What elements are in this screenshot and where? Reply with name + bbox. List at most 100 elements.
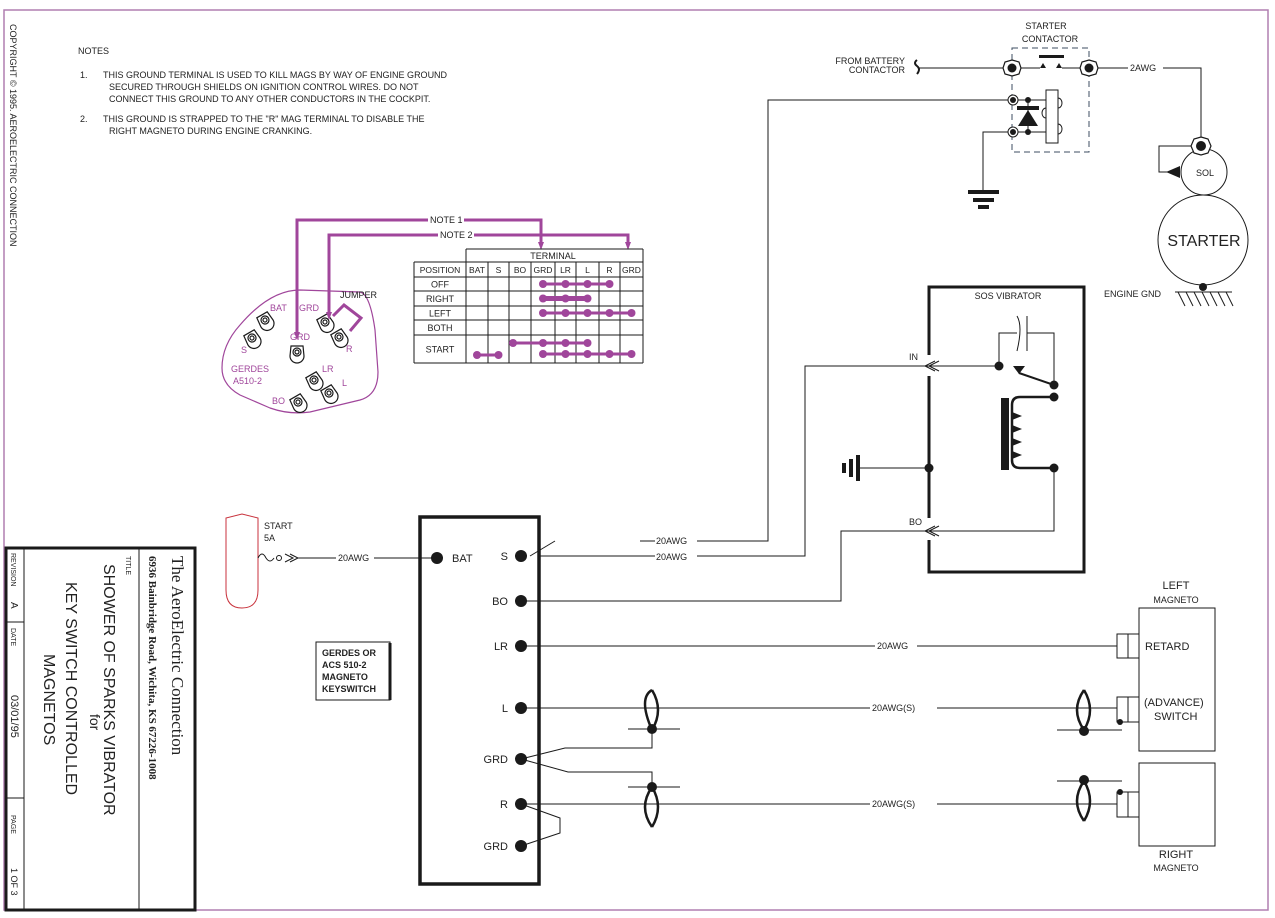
starter-contactor: STARTER CONTACTOR FROM BATTERY CONTACTOR… (640, 21, 1202, 542)
note-2-num: 2. (80, 114, 88, 124)
note-2-line-2: RIGHT MAGNETO DURING ENGINE CRANKING. (109, 126, 312, 136)
table-col-header: S (496, 265, 502, 275)
connection-dot (583, 294, 592, 303)
keyswitch-terminal (515, 550, 527, 562)
connection-dot (561, 339, 570, 347)
table-col-header: POSITION (420, 265, 461, 275)
right-magneto-title-2: MAGNETO (1153, 863, 1198, 873)
switch-face-name-2: A510-2 (233, 376, 262, 386)
keyswitch-terminal (515, 595, 527, 607)
table-row-position: START (426, 345, 455, 355)
engine-gnd-label: ENGINE GND (1104, 289, 1162, 299)
table-connection (539, 350, 636, 358)
vibrator-title: SOS VIBRATOR (975, 291, 1042, 301)
keyswitch-terminal-label: LR (494, 641, 508, 653)
note1-leader (295, 218, 543, 336)
date-value: 03/01/95 (8, 695, 20, 738)
note-1-line-2: SECURED THROUGH SHIELDS ON IGNITION CONT… (109, 82, 419, 92)
connection-dot (605, 309, 614, 317)
note-1-num: 1. (80, 70, 88, 80)
connection-dot (539, 339, 547, 347)
shield-l-switch-icon (628, 688, 680, 734)
connection-dot (473, 351, 481, 359)
keyswitch-caption-box (315, 641, 391, 701)
ks-caption-2: ACS 510-2 (322, 660, 367, 670)
connection-dot (583, 339, 592, 347)
keyswitch-terminal-label: BO (492, 596, 508, 608)
connection-dot (627, 350, 636, 358)
wire-s-contactor-label: 20AWG (656, 536, 687, 546)
wire-l-label: 20AWG(S) (872, 703, 915, 713)
from-battery-2: CONTACTOR (849, 65, 906, 75)
shield-r-magneto-icon (1057, 775, 1122, 822)
notes: NOTES 1. THIS GROUND TERMINAL IS USED TO… (78, 46, 448, 136)
connection-dot (561, 280, 570, 288)
face-label-bat: BAT (270, 303, 287, 313)
right-magneto: RIGHT MAGNETO (1116, 762, 1216, 873)
table-row-position: OFF (431, 280, 449, 290)
vibrator-in-label: IN (909, 352, 918, 362)
contactor-coil (1045, 89, 1059, 144)
face-label-grd-top: GRD (299, 303, 320, 313)
wire-s-vibrator-label: 20AWG (656, 552, 687, 562)
sos-vibrator: SOS VIBRATOR IN BO (524, 285, 1086, 602)
break-mark-icon (914, 59, 920, 75)
note1-label: NOTE 1 (430, 215, 463, 225)
jumper-wire (331, 303, 364, 332)
left-magneto-title-1: LEFT (1163, 580, 1190, 592)
wire-r-label: 20AWG(S) (872, 799, 915, 809)
shield-r-switch-icon (628, 782, 680, 828)
vibrator-bo-label: BO (909, 517, 922, 527)
advance-switch-label-2: SWITCH (1154, 711, 1197, 723)
table-row-position: BOTH (427, 323, 452, 333)
revision-label: REVISION (9, 553, 16, 586)
connection-dot (539, 309, 547, 317)
connection-dot (583, 350, 592, 358)
page-value: 1 OF 3 (9, 868, 19, 896)
page-label: PAGE (9, 815, 16, 834)
shield-l-magneto-icon (1057, 689, 1122, 736)
start-breaker: START 5A 20AWG (225, 513, 436, 609)
wire-lr-label: 20AWG (877, 641, 908, 651)
retard-label: RETARD (1145, 641, 1189, 653)
table-col-header: GRD (534, 265, 553, 275)
title-line-4: MAGNETOS (40, 654, 57, 745)
title-line-1: SHOWER OF SPARKS VIBRATOR (100, 564, 117, 816)
table-col-header: BO (514, 265, 527, 275)
face-label-lr: LR (322, 364, 334, 374)
breaker-label-1: START (264, 521, 293, 531)
connection-dot (605, 280, 614, 288)
contactor-terminal-starter (1079, 59, 1099, 77)
breaker-body (225, 513, 259, 609)
connection-dot (509, 339, 517, 347)
contactor-terminal-battery (1002, 59, 1022, 77)
vibrator-coil-core (1001, 398, 1009, 470)
keyswitch-terminal-label: S (501, 551, 508, 563)
contactor-title-2: CONTACTOR (1022, 34, 1079, 44)
connection-dot (561, 294, 570, 303)
connection-dot (539, 350, 547, 358)
note2-leader (327, 233, 630, 316)
table-col-header: L (585, 265, 590, 275)
connection-dot (539, 294, 547, 303)
advance-switch-label-1: (ADVANCE) (1144, 697, 1204, 709)
face-terminals (243, 311, 349, 414)
breaker-label-2: 5A (264, 533, 275, 543)
note-1-line-1: THIS GROUND TERMINAL IS USED TO KILL MAG… (103, 70, 448, 80)
left-magneto-title-2: MAGNETO (1153, 595, 1198, 605)
breaker-element-icon (257, 553, 275, 562)
title-line-3: KEY SWITCH CONTROLLED (62, 582, 79, 795)
wire-2awg-label: 2AWG (1130, 63, 1156, 73)
copyright-text: COPYRIGHT © 1995. AEROELECTRIC CONNECTIO… (8, 24, 18, 247)
jumper-label: JUMPER (340, 290, 378, 300)
engine-ground-hatch-icon (1177, 291, 1234, 307)
ground-symbol-icon (968, 190, 999, 209)
connection-dot (539, 280, 547, 288)
face-label-r: R (346, 344, 353, 354)
vibrator-ground-icon (842, 455, 860, 481)
notes-heading: NOTES (78, 46, 109, 56)
face-label-bo: BO (272, 396, 285, 406)
connection-dot (605, 350, 614, 358)
